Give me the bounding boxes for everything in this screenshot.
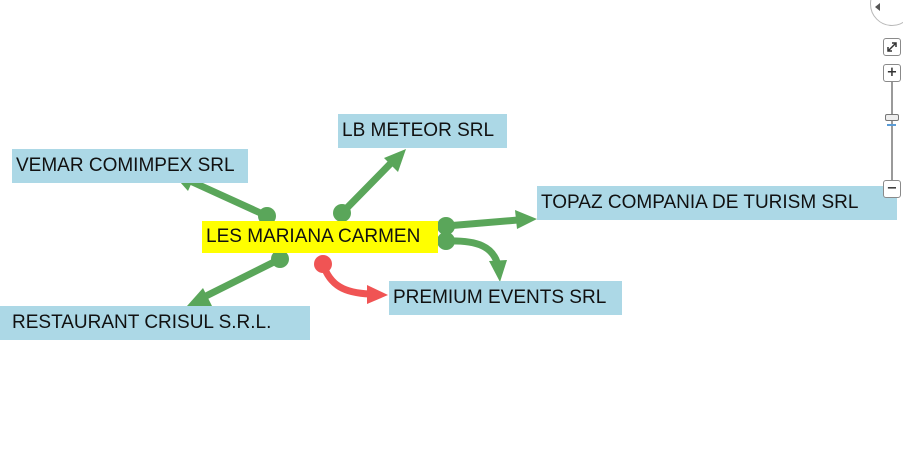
node-premium-events[interactable]: PREMIUM EVENTS SRL (389, 281, 622, 315)
plus-icon: + (886, 65, 898, 80)
zoom-level-marker (887, 124, 896, 126)
node-label: RESTAURANT CRISUL S.R.L. (12, 312, 272, 333)
edge-center-topaz[interactable] (437, 210, 537, 235)
node-label: LB METEOR SRL (342, 120, 495, 141)
node-topaz-compania-de-turism[interactable]: TOPAZ COMPANIA DE TURISM SRL (537, 186, 897, 220)
node-lb-meteor[interactable]: LB METEOR SRL (338, 114, 507, 148)
zoom-slider-handle[interactable] (885, 114, 899, 121)
edge-center-crisul[interactable] (187, 250, 289, 306)
node-label: VEMAR COMIMPEX SRL (16, 155, 235, 176)
edge-center-premium-green[interactable] (437, 232, 507, 282)
zoom-in-button[interactable]: + (883, 64, 901, 82)
zoom-out-button[interactable]: − (883, 180, 901, 198)
fit-view-button[interactable] (883, 38, 901, 56)
node-label: TOPAZ COMPANIA DE TURISM SRL (541, 192, 859, 213)
node-label: LES MARIANA CARMEN (206, 226, 421, 247)
node-label: PREMIUM EVENTS SRL (393, 287, 607, 308)
expand-icon (887, 42, 897, 52)
edge-center-premium-red[interactable] (314, 255, 388, 304)
node-restaurant-crisul[interactable]: RESTAURANT CRISUL S.R.L. (0, 306, 310, 340)
zoom-slider-track[interactable] (891, 82, 893, 180)
node-vemar-comimpex[interactable]: VEMAR COMIMPEX SRL (12, 149, 248, 183)
node-les-mariana-carmen[interactable]: LES MARIANA CARMEN (202, 221, 438, 253)
minus-icon: − (886, 181, 898, 196)
pan-left-icon[interactable] (875, 3, 880, 11)
edge-center-lb-meteor[interactable] (333, 149, 406, 222)
